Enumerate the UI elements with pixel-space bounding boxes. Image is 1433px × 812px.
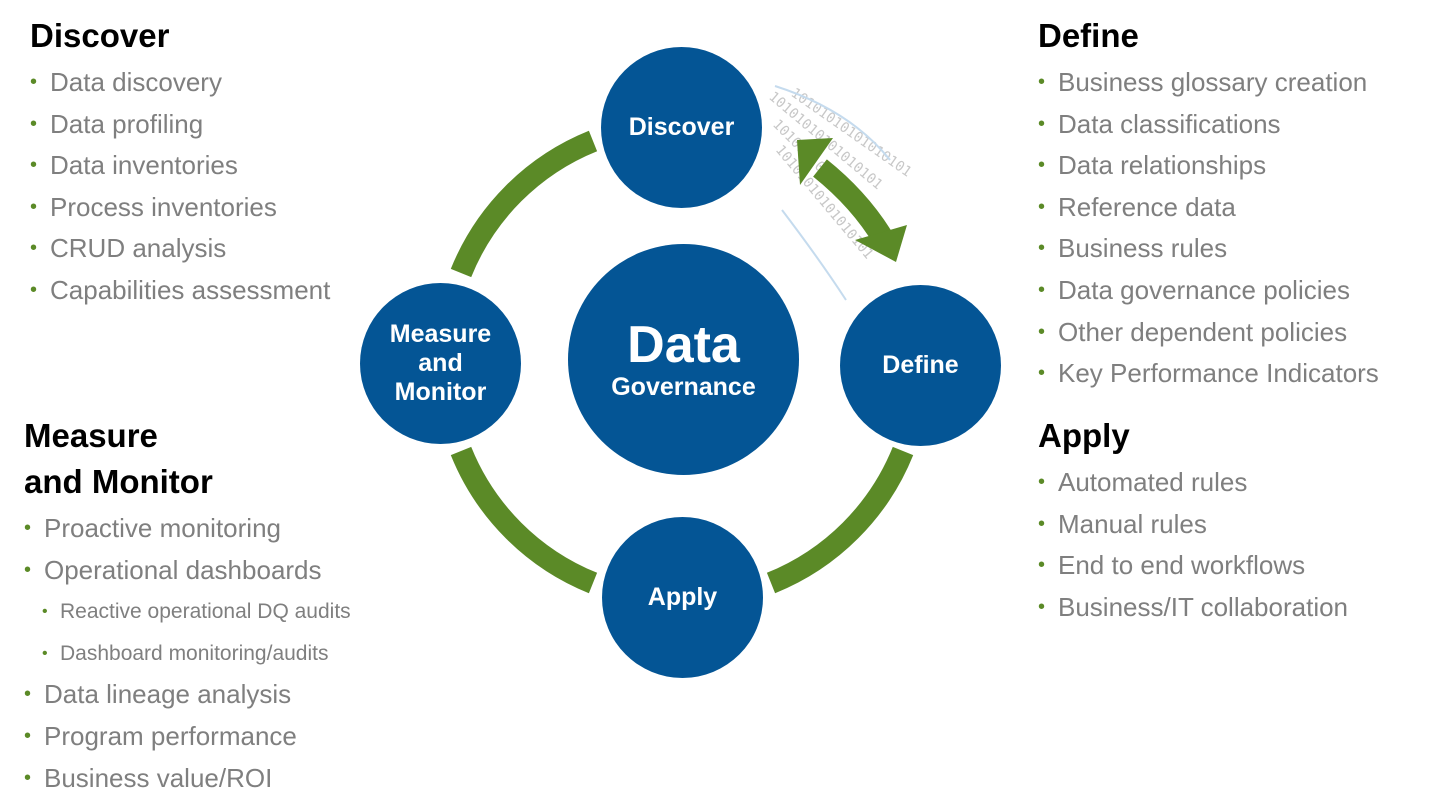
list-item: •Process inventories xyxy=(30,191,277,222)
list-item: •Operational dashboards xyxy=(24,554,322,585)
heading-line: and Monitor xyxy=(24,463,213,500)
node-label: Define xyxy=(882,351,959,379)
define-heading: Define xyxy=(1038,17,1139,54)
list-item: •Key Performance Indicators xyxy=(1038,358,1379,389)
list-item: •Program performance xyxy=(24,720,297,751)
list-item: •Data governance policies xyxy=(1038,274,1350,305)
node-label: Apply xyxy=(647,583,718,611)
node-label: and xyxy=(418,349,463,377)
measure-heading: Measure and Monitor xyxy=(24,413,213,505)
list-item: •Data inventories xyxy=(30,150,238,181)
list-item: •Other dependent policies xyxy=(1038,316,1348,347)
green-ring-arcs xyxy=(450,130,914,594)
list-item: •Data classifications xyxy=(1038,108,1281,139)
list-item: •Capabilities assessment xyxy=(30,274,331,305)
list-item: •Proactive monitoring xyxy=(24,513,281,543)
node-label: Measure xyxy=(389,320,492,348)
arc-discover-measure xyxy=(450,130,598,278)
center-subtitle: Governance xyxy=(611,373,756,401)
measure-list: •Proactive monitoring •Operational dashb… xyxy=(24,508,351,799)
discover-heading: Discover xyxy=(30,17,170,54)
list-item: •Reference data xyxy=(1038,191,1236,222)
list-item: •Business value/ROI xyxy=(24,762,273,793)
list-item: •Data relationships xyxy=(1038,150,1267,181)
list-item: •Data discovery xyxy=(30,67,222,97)
list-item: •Business rules xyxy=(1038,233,1228,264)
list-item: •Data lineage analysis xyxy=(24,679,292,710)
list-item: •Business glossary creation xyxy=(1038,67,1368,97)
node-define: Define xyxy=(840,285,1001,446)
center-title: Data xyxy=(627,316,740,374)
list-item: •Automated rules xyxy=(1038,467,1248,497)
list-item: •Manual rules xyxy=(1038,508,1207,539)
node-label: Monitor xyxy=(394,378,487,406)
apply-list: •Automated rules •Manual rules •End to e… xyxy=(1038,462,1348,628)
list-item: •CRUD analysis xyxy=(30,233,227,264)
node-label: Discover xyxy=(628,113,735,141)
apply-heading: Apply xyxy=(1038,417,1130,454)
node-discover: Discover xyxy=(601,47,762,208)
define-list: •Business glossary creation •Data classi… xyxy=(1038,62,1379,395)
arc-measure-apply xyxy=(450,446,598,594)
center-node: Data Governance xyxy=(568,244,799,475)
list-item: •End to end workflows xyxy=(1038,550,1306,581)
discover-list: •Data discovery •Data profiling •Data in… xyxy=(30,62,330,312)
light-arc-inner xyxy=(781,209,847,301)
node-measure-monitor: Measure and Monitor xyxy=(360,283,521,444)
heading-line: Measure xyxy=(24,417,158,454)
double-arrow-icon xyxy=(797,138,907,262)
node-apply: Apply xyxy=(602,517,763,678)
list-item: •Business/IT collaboration xyxy=(1038,591,1349,622)
sub-list-item: •Reactive operational DQ audits xyxy=(42,600,351,624)
light-arc-outer xyxy=(774,85,891,161)
list-item: •Data profiling xyxy=(30,108,204,139)
arc-apply-define xyxy=(766,446,914,594)
sub-list-item: •Dashboard monitoring/audits xyxy=(42,641,329,665)
